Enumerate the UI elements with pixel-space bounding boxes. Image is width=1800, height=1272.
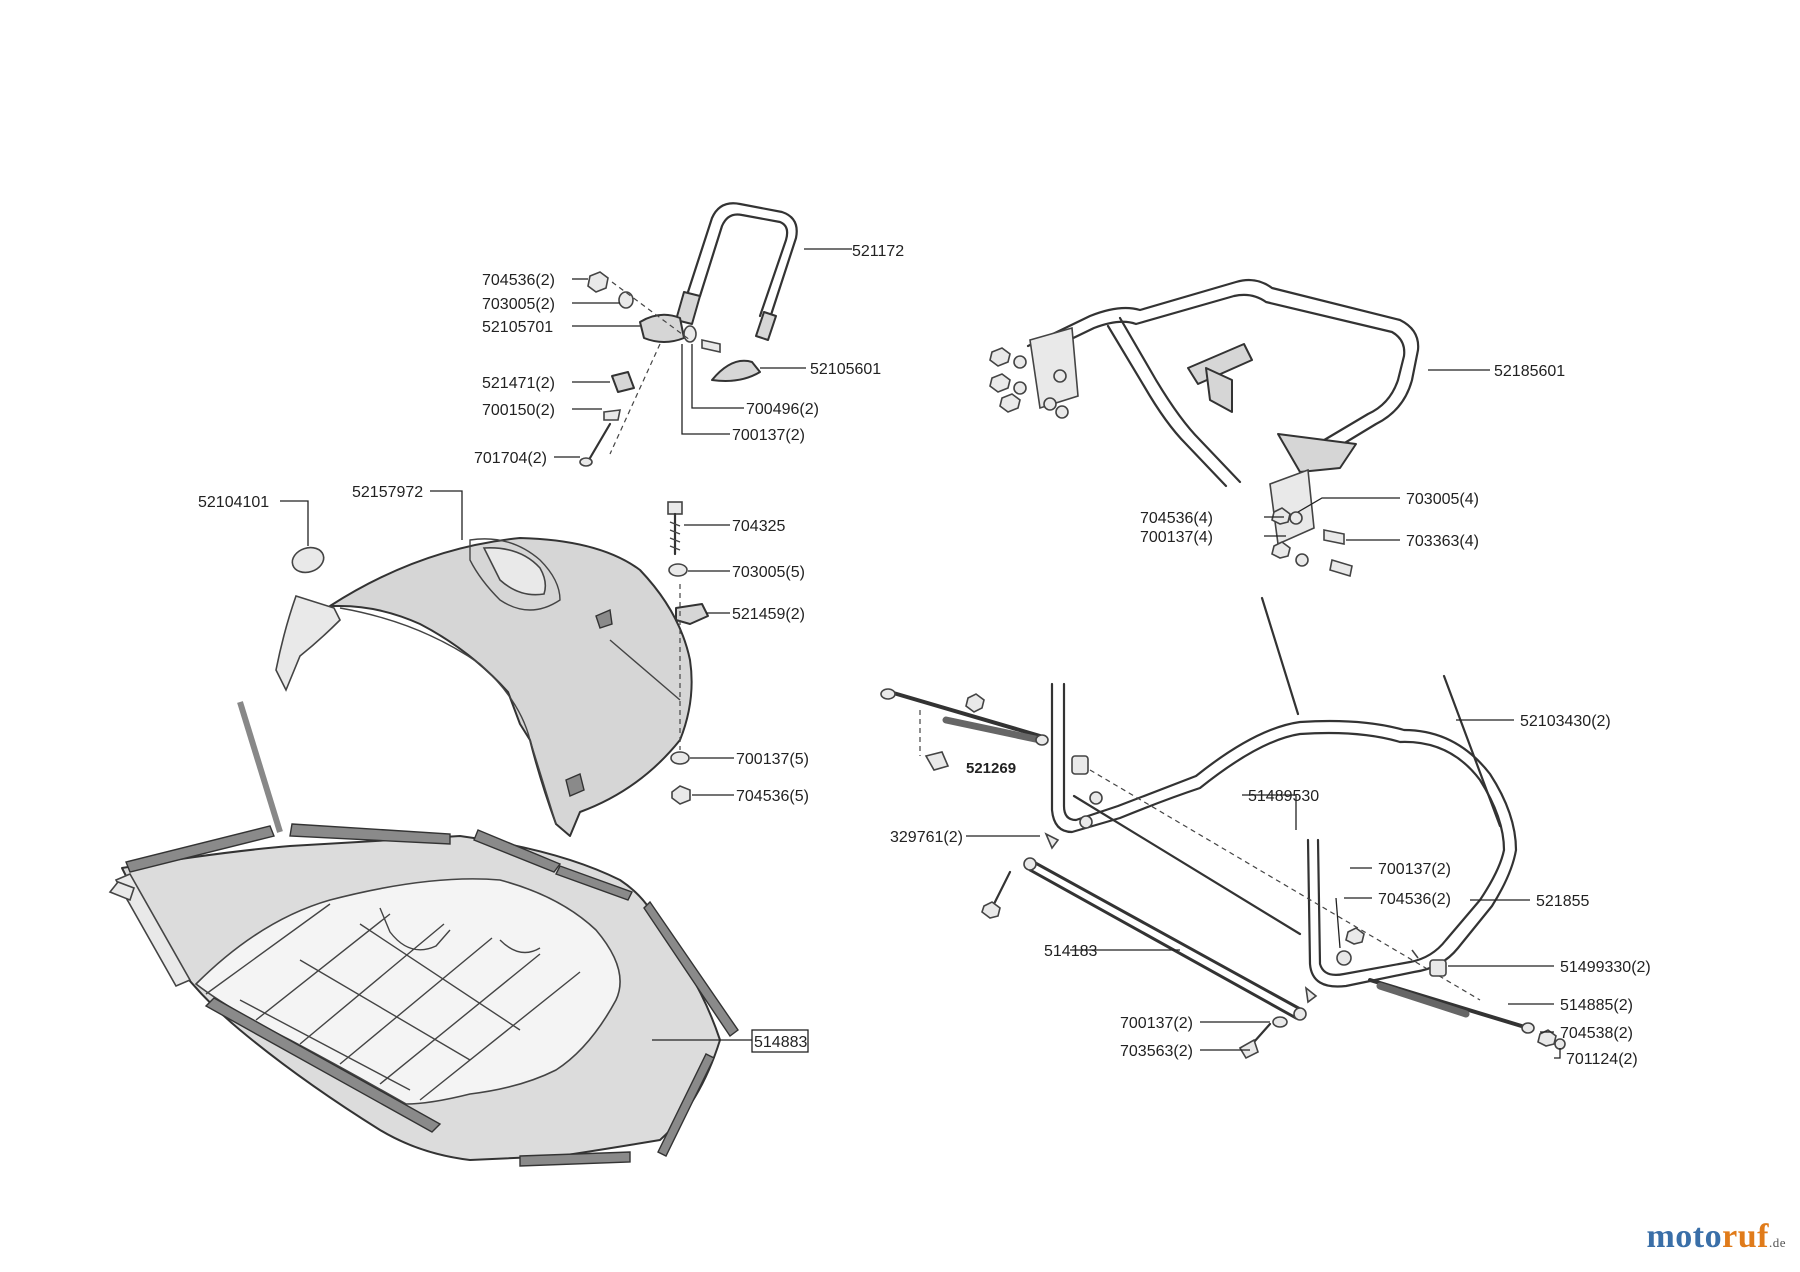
label-521172: 521172 xyxy=(852,243,904,260)
label-700137-5: 700137(5) xyxy=(736,751,809,768)
bolt-703563 xyxy=(1238,1016,1288,1060)
axle-514183 xyxy=(981,832,1318,1021)
label-51499330-2: 51499330(2) xyxy=(1560,959,1651,976)
label-704536-4: 704536(4) xyxy=(1140,510,1213,527)
cover-fasteners xyxy=(667,501,709,805)
label-701704-2: 701704(2) xyxy=(474,450,547,467)
fasteners-top xyxy=(579,271,721,467)
bag-frame-rails xyxy=(108,823,739,1167)
label-700137-4: 700137(4) xyxy=(1140,529,1213,546)
watermark-logo: motoruf.de xyxy=(1646,1218,1786,1256)
label-514885-2: 514885(2) xyxy=(1560,997,1633,1014)
label-52103430-2: 52103430(2) xyxy=(1520,713,1611,730)
label-52104101: 52104101 xyxy=(198,494,269,511)
gas-spring-514885 xyxy=(1368,978,1566,1050)
label-700137-2b: 700137(2) xyxy=(1378,861,1451,878)
cap-52104101 xyxy=(291,546,325,574)
label-521269: 521269 xyxy=(966,760,1016,777)
label-329761-2: 329761(2) xyxy=(890,829,963,846)
handle-fasteners-right xyxy=(1271,507,1353,578)
label-703563-2: 703563(2) xyxy=(1120,1043,1193,1060)
handle-fasteners-left xyxy=(989,347,1069,419)
cover-52157972 xyxy=(275,537,693,837)
watermark-first: moto xyxy=(1646,1218,1723,1255)
label-521459-2: 521459(2) xyxy=(732,606,805,623)
label-521855: 521855 xyxy=(1536,893,1589,910)
label-700137-2c: 700137(2) xyxy=(1120,1015,1193,1032)
label-704536-2: 704536(2) xyxy=(482,272,555,289)
label-52105701: 52105701 xyxy=(482,319,553,336)
label-52105601: 52105601 xyxy=(810,361,881,378)
label-700150-2: 700150(2) xyxy=(482,402,555,419)
label-700496-2: 700496(2) xyxy=(746,401,819,418)
label-703005-4: 703005(4) xyxy=(1406,491,1479,508)
gas-spring-521269 xyxy=(880,688,1049,771)
label-514183: 514183 xyxy=(1044,943,1097,960)
label-514883: 514883 xyxy=(754,1034,807,1051)
bracket-52105701 xyxy=(639,313,685,343)
bracket-52105601 xyxy=(711,359,761,382)
label-703363-4: 703363(4) xyxy=(1406,533,1479,550)
label-52185601: 52185601 xyxy=(1494,363,1565,380)
watermark-second: ruf xyxy=(1722,1218,1769,1255)
label-704538-2: 704538(2) xyxy=(1560,1025,1633,1042)
label-700137-2a: 700137(2) xyxy=(732,427,805,444)
label-51489530: 51489530 xyxy=(1248,788,1319,805)
handle-52185601 xyxy=(1026,278,1420,546)
label-704536-5: 704536(5) xyxy=(736,788,809,805)
label-704325: 704325 xyxy=(732,518,785,535)
watermark-tld: .de xyxy=(1768,1235,1786,1250)
label-701124-2: 701124(2) xyxy=(1566,1051,1638,1068)
label-703005-2: 703005(2) xyxy=(482,296,555,313)
handle-bar-521172 xyxy=(675,202,798,341)
label-704536-2b: 704536(2) xyxy=(1378,891,1451,908)
label-703005-5: 703005(5) xyxy=(732,564,805,581)
label-521471-2: 521471(2) xyxy=(482,375,555,392)
frame-bushings xyxy=(1071,755,1447,977)
frame-521855 xyxy=(1050,682,1518,1001)
label-52157972: 52157972 xyxy=(352,484,423,501)
